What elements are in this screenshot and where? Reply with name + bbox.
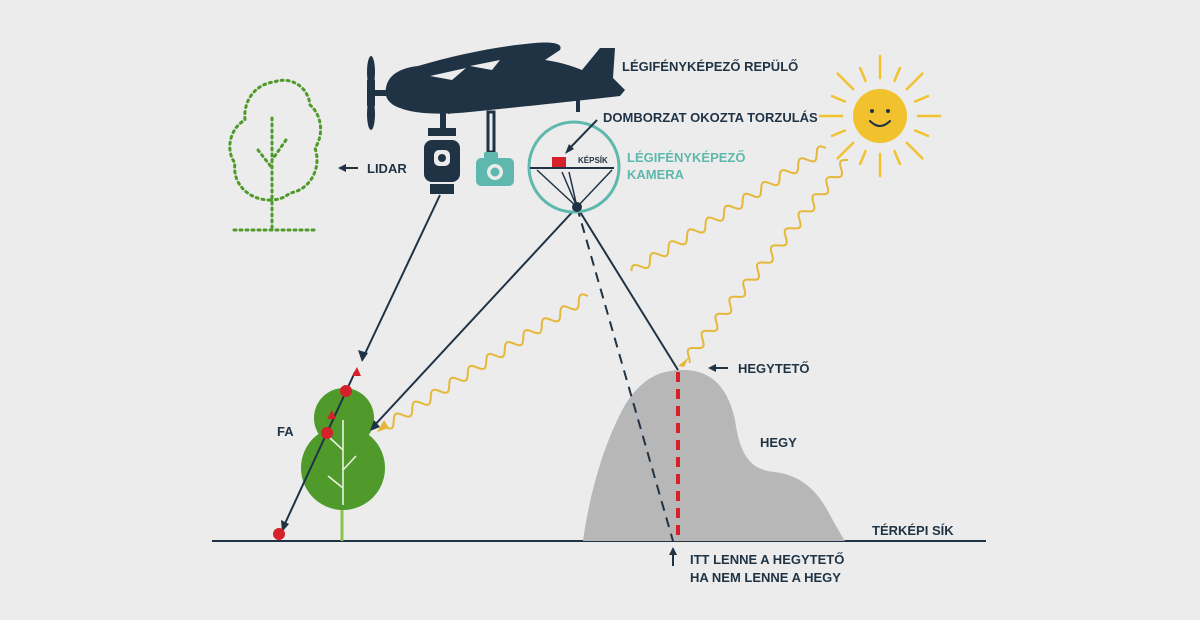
- sun-spike: [858, 66, 867, 83]
- would-be-peak-label-line2: HA NEM LENNE A HEGY: [690, 570, 841, 585]
- tree-label: FA: [277, 424, 294, 439]
- plane-label: LÉGIFÉNYKÉPEZŐ REPÜLŐ: [622, 59, 798, 74]
- distortion-pointer: [567, 119, 598, 151]
- would-be-peak-arrowhead: [669, 547, 677, 555]
- would-be-peak-label-line1: ITT LENNE A HEGYTETŐ: [690, 552, 844, 567]
- camera-ray-peak: [576, 206, 679, 371]
- lidar-beam: [281, 194, 441, 532]
- camera-ray-arrow: [370, 420, 380, 431]
- camera-detail-circle: [527, 120, 621, 214]
- lidar-hit-point: [321, 427, 333, 439]
- sun-spike: [830, 129, 847, 138]
- camera-icon: [476, 152, 514, 186]
- lidar-tree-icon: [228, 78, 323, 232]
- mountain-shape: [583, 370, 845, 541]
- sun-spike: [830, 94, 847, 103]
- peak-label: HEGYTETŐ: [738, 361, 810, 376]
- sun-ray-arrow: [678, 357, 689, 367]
- camera-label-line1: LÉGIFÉNYKÉPEZŐ: [627, 150, 745, 165]
- lidar-return-arrow: [327, 410, 336, 419]
- sun-spike: [893, 66, 902, 83]
- camera-ray-tree: [371, 206, 578, 429]
- sun-rays: [387, 145, 849, 430]
- sun-spike: [913, 129, 930, 138]
- image-plane-label: KÉPSÍK: [578, 156, 608, 165]
- airplane-icon: [367, 42, 625, 154]
- camera-label-line2: KAMERA: [627, 167, 685, 182]
- map-plane-label: TÉRKÉPI SÍK: [872, 523, 954, 538]
- sun-spike: [905, 141, 924, 160]
- lidar-hit-point: [340, 385, 352, 397]
- lidar-hit-point: [273, 528, 285, 540]
- sun-icon: [818, 54, 942, 178]
- distortion-label: DOMBORZAT OKOZTA TORZULÁS: [603, 110, 818, 125]
- distortion-pointer-arrow: [565, 144, 574, 154]
- mountain-label: HEGY: [760, 435, 797, 450]
- lidar-label-arrowhead: [338, 164, 346, 172]
- sun-spike: [858, 149, 867, 166]
- lidar-return-arrow: [352, 367, 361, 376]
- sun-spike: [836, 72, 855, 91]
- sun-spike: [893, 149, 902, 166]
- camera-ray-projected: [576, 206, 674, 542]
- peak-label-arrowhead: [708, 364, 716, 372]
- sun-spike: [905, 72, 924, 91]
- sun-ray-arrow: [377, 420, 389, 432]
- lidar-device-icon: [424, 128, 460, 194]
- sun-spike: [913, 94, 930, 103]
- sun-spike: [836, 141, 855, 160]
- lidar-label: LIDAR: [367, 161, 407, 176]
- tree: [301, 388, 385, 541]
